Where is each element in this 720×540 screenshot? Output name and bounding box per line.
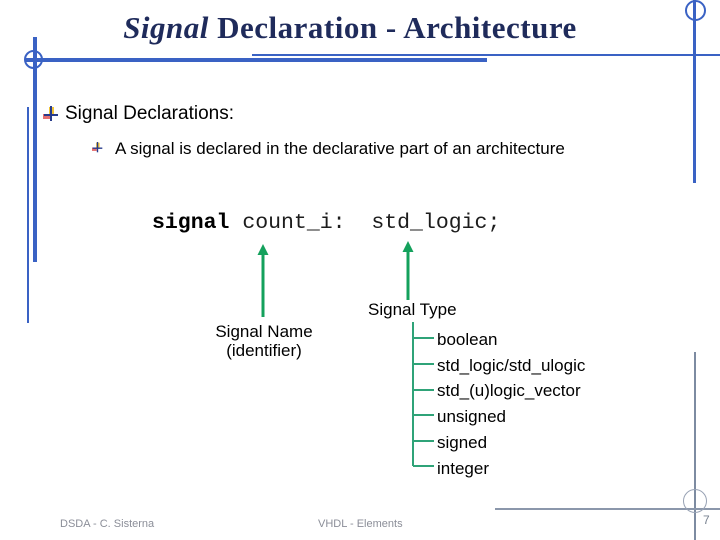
sub-bullet-icon xyxy=(92,142,103,153)
type-list-item: std_(u)logic_vector xyxy=(437,381,581,401)
page-title-italic: Signal xyxy=(123,10,209,45)
signal-name-label-line2: (identifier) xyxy=(226,341,302,360)
code-keyword: signal xyxy=(152,211,230,235)
bullet-item: Signal Declarations: xyxy=(65,103,234,124)
code-line: signal count_i: std_logic; xyxy=(152,211,500,235)
sub-bullet-item: A signal is declared in the declarative … xyxy=(115,139,565,158)
type-list-item: integer xyxy=(437,458,489,478)
signal-type-label: Signal Type xyxy=(368,300,457,319)
right-border-line-bottom xyxy=(694,352,696,540)
signal-name-label: Signal Name (identifier) xyxy=(199,322,329,360)
bullet-icon xyxy=(43,106,58,121)
footer-author: DSDA - C. Sisterna xyxy=(60,518,155,530)
type-list: boolean std_logic/std_ulogic std_(u)logi… xyxy=(437,327,585,481)
signal-type-arrow-icon xyxy=(402,241,414,300)
page-title: Signal Declaration - Architecture xyxy=(0,10,700,46)
page-number: 7 xyxy=(703,513,710,527)
type-tree-lines xyxy=(412,322,434,467)
left-border-line-inner xyxy=(27,107,29,323)
footer-section: VHDL - Elements xyxy=(318,518,403,530)
type-list-item: boolean xyxy=(437,330,498,349)
right-border-line-top xyxy=(693,0,696,183)
page-title-rest: Declaration - Architecture xyxy=(208,10,577,45)
signal-name-label-line1: Signal Name xyxy=(215,322,313,341)
title-underline-thick xyxy=(25,58,487,62)
left-border-line xyxy=(33,37,37,262)
code-rest: count_i: std_logic; xyxy=(229,211,501,235)
signal-name-arrow-icon xyxy=(257,244,269,317)
type-list-item: std_logic/std_ulogic xyxy=(437,355,586,375)
type-list-item: unsigned xyxy=(437,407,507,427)
bottom-right-circle-ornament xyxy=(683,489,707,513)
top-right-circle-ornament xyxy=(685,0,706,21)
type-list-item: signed xyxy=(437,432,488,452)
footer-divider-line xyxy=(495,508,720,510)
title-underline-thin xyxy=(252,54,720,56)
